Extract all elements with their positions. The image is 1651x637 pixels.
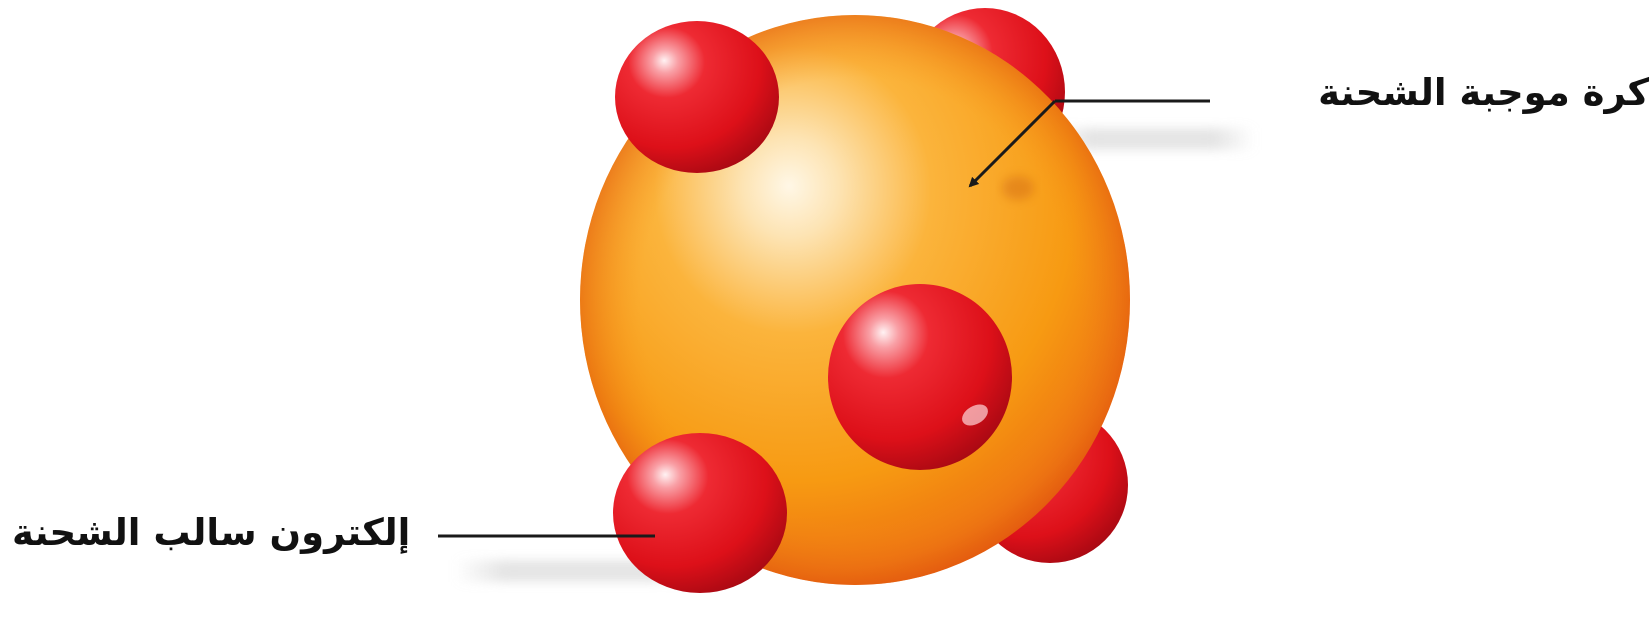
electron-center [828, 284, 1012, 470]
electron-label: إلكترون سالب الشحنة [12, 514, 410, 551]
positive-sphere-shade [1002, 176, 1034, 200]
positive-sphere-label: كرة موجبة الشحنة [1318, 74, 1649, 111]
electron-bottom-left [613, 433, 787, 593]
electron-top-left [615, 21, 779, 173]
